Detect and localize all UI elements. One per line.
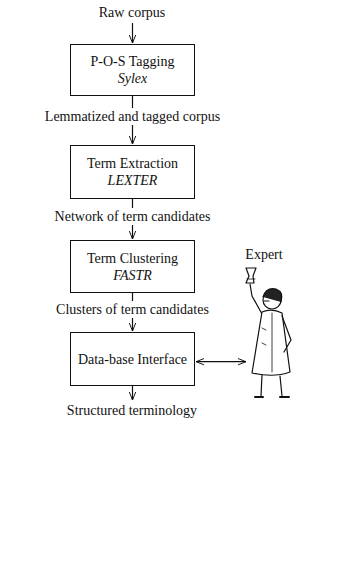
input-arrow xyxy=(132,23,133,43)
expert-arrow xyxy=(196,361,246,362)
tool-name: LEXTER xyxy=(108,172,158,189)
data-label: Clusters of term candidates xyxy=(53,301,212,318)
data-label: Structured terminology xyxy=(64,402,200,419)
step-name: Term Clustering xyxy=(87,250,178,267)
step-name: Term Extraction xyxy=(87,155,178,172)
process-box: Term ClusteringFASTR xyxy=(70,240,195,293)
tool-name: Sylex xyxy=(118,70,148,87)
step-name: P-O-S Tagging xyxy=(91,53,175,70)
data-label: Lemmatized and tagged corpus xyxy=(42,108,223,125)
actor-label: Expert xyxy=(242,246,285,263)
process-box: P-O-S TaggingSylex xyxy=(70,44,195,96)
process-box: Term ExtractionLEXTER xyxy=(70,145,195,199)
tool-name: FASTR xyxy=(113,267,152,284)
process-box: Data-base Interface xyxy=(70,332,195,386)
data-label: Network of term candidates xyxy=(52,208,214,225)
data-label: Raw corpus xyxy=(96,4,169,21)
output-arrow xyxy=(132,386,133,400)
step-name: Data-base Interface xyxy=(78,351,187,368)
